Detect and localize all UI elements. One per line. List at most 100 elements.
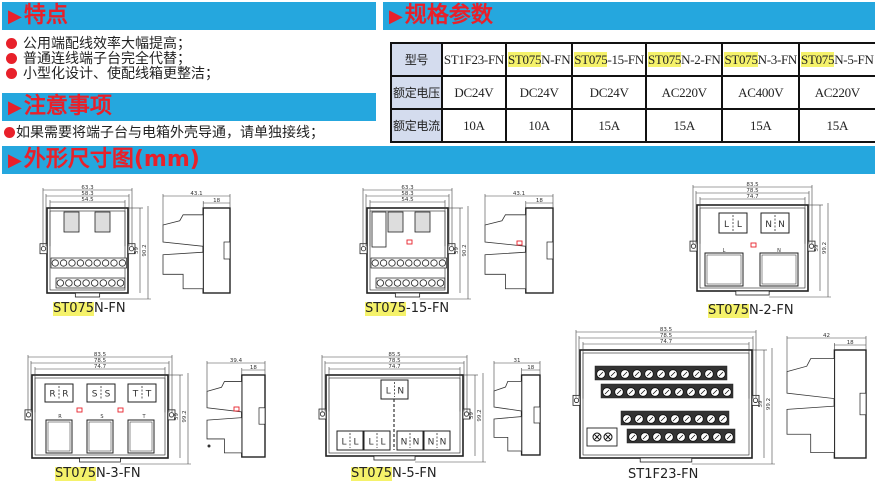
terminal-socket-inner: [47, 421, 71, 452]
voltage-cell: DC24V: [440, 75, 507, 110]
terminal-screw-icon: [405, 259, 413, 267]
terminal-screw-icon: [110, 259, 118, 267]
dimension-label: 59: [469, 412, 475, 419]
dimension-line: [724, 389, 730, 395]
model-cell: ST1F23-FN: [440, 42, 507, 77]
current-cell: 15A: [644, 108, 724, 143]
terminal-sublabel: R: [58, 414, 62, 420]
features-title: 特点: [23, 3, 68, 28]
model-highlight: ST075: [351, 466, 392, 481]
model-highlight: ST075: [365, 301, 406, 316]
current-cell: 15A: [721, 108, 801, 143]
terminal-label: R: [49, 390, 55, 400]
dimension-line: [610, 371, 616, 377]
mounting-ear: [751, 394, 760, 406]
terminal-label: L: [737, 220, 742, 230]
model-suffix: N-FN: [541, 51, 571, 67]
terminal-socket-inner: [706, 254, 742, 285]
screw-hole-icon: [319, 411, 326, 417]
dimension-label: 43.1: [190, 191, 202, 197]
notes-header: ▶注意事项: [2, 93, 376, 121]
terminal-socket-inner: [761, 254, 797, 285]
screw-hole-icon: [690, 243, 697, 249]
current-cell: 15A: [798, 108, 875, 143]
current-cell: 10A: [504, 108, 574, 143]
dimension-label: 74.7: [94, 364, 107, 370]
terminal-socket: [86, 419, 114, 454]
dimension-line: [624, 416, 630, 422]
din-foot: [74, 292, 101, 298]
terminal-socket-inner: [88, 421, 112, 452]
terminal-sublabel: L: [723, 248, 726, 254]
housing-inner: [369, 210, 446, 291]
dimension-label: 42: [823, 333, 830, 339]
list-item: 普通连线端子台完全代替；: [6, 52, 219, 67]
dimension-label: 99.2: [182, 410, 188, 422]
side-clamp: [162, 214, 204, 247]
dimension-line: [672, 416, 678, 422]
terminal-block: [414, 211, 431, 233]
table-row-model: 型号 ST1F23-FN ST075N-FN ST075-15-FN ST075…: [390, 42, 875, 77]
din-clip: [223, 241, 231, 260]
note-text: 如果需要将端子台与电箱外壳导通，请单独接线；: [16, 125, 324, 141]
dimension-label: 78.5: [388, 358, 401, 364]
model-highlight: ST075: [801, 51, 835, 67]
triangle-icon: ▶: [8, 97, 22, 118]
triangle-icon: ▶: [8, 6, 22, 27]
screw-hole-icon: [168, 412, 175, 418]
model-suffix: N-3-FN: [757, 51, 798, 67]
mounting-ear: [572, 394, 581, 406]
row-label: 额定电流: [390, 108, 443, 143]
model-suffix: ST1F23-FN: [443, 51, 504, 67]
dimension-label: 54.5: [401, 197, 414, 203]
voltage-cell: DC24V: [504, 75, 574, 110]
bullet-icon: [4, 127, 15, 138]
dimension-line: [654, 434, 660, 440]
model-highlight: ST075: [724, 51, 758, 67]
dimension-line: [714, 434, 720, 440]
mounting-ear: [39, 243, 48, 255]
dimension-line: [670, 371, 676, 377]
terminal-screw-icon: [56, 279, 64, 287]
dimension-label: 63.3: [401, 185, 414, 191]
bullet-icon: [6, 68, 17, 79]
list-item: 小型化设计、使配线箱更整洁；: [6, 67, 219, 82]
terminal-screw-icon: [411, 279, 419, 287]
indicator-mark: [406, 239, 413, 245]
din-foot: [735, 290, 770, 296]
din-clip: [258, 407, 266, 425]
terminal-socket-inner: [129, 421, 153, 452]
terminal-strip: [55, 277, 126, 289]
indicator-mark: [117, 407, 124, 413]
screw-hole-icon: [40, 246, 47, 252]
dimension-label: 99.2: [477, 409, 483, 421]
specs-title: 规格参数: [404, 3, 493, 28]
housing-inner: [49, 210, 126, 291]
side-clamp: [206, 381, 243, 413]
model-label: ST075N-3-FN: [55, 466, 141, 481]
model-highlight-bg: [53, 302, 95, 316]
terminal-sublabel: T: [141, 414, 146, 420]
table-row-current: 额定电流 10A 10A 15A 15A 15A 15A: [390, 108, 875, 143]
terminal-label: N: [778, 220, 785, 230]
model-suffix: N-2-FN: [749, 303, 794, 318]
terminal-screw-icon: [91, 279, 99, 287]
dimension-line: [666, 434, 672, 440]
terminal-screw-icon: [380, 259, 388, 267]
terminal-label: T: [132, 390, 139, 400]
terminal-label: L: [386, 386, 391, 396]
dimension-label: 59: [758, 400, 764, 407]
model-highlight-bg: [708, 304, 750, 318]
specs-header: ▶规格参数: [383, 2, 875, 30]
screw-hole-icon: [360, 246, 367, 252]
model-cell: ST075N-5-FN: [798, 42, 875, 77]
dimension-line: [726, 434, 732, 440]
dimension-line: [712, 389, 718, 395]
model-suffix: ST1F23-FN: [628, 467, 698, 482]
indicator-mark: [750, 242, 757, 248]
terminal-label: N: [397, 386, 404, 396]
